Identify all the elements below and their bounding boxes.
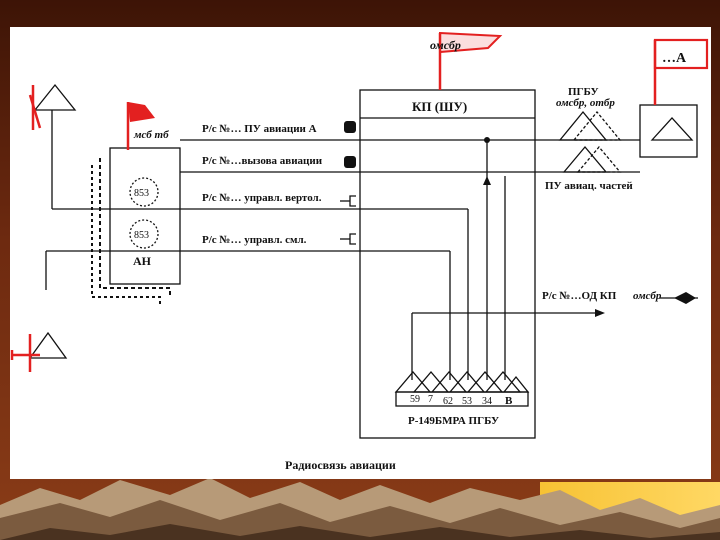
right-flag-label: …А: [662, 51, 687, 66]
diagram-caption: Радиосвязь авиации: [285, 458, 396, 472]
station-channel-5: 34: [482, 396, 492, 407]
command-post-box: [359, 89, 536, 439]
left-unit-label: АН: [133, 254, 152, 268]
pgbu-subtitle: омсбр, отбр: [556, 97, 615, 109]
left-circle-2: 853: [134, 230, 149, 241]
link2-connector: [344, 156, 356, 168]
left-unit-box: [109, 147, 181, 285]
right-flag: [653, 38, 709, 70]
left-flag-label: мсб тб: [133, 129, 169, 141]
station-name: Р-149БМРА ПГБУ: [408, 415, 499, 427]
station-channel-4: 53: [462, 396, 472, 407]
radio-link-1: Р/с №… ПУ авиации А: [202, 123, 317, 135]
station-letter: В: [505, 395, 513, 407]
pgbu-bottom-label: ПУ авиац. частей: [545, 180, 633, 192]
left-flag: [128, 102, 155, 122]
left-circle-1: 853: [134, 188, 149, 199]
radio-link-2: Р/с №…вызова авиации: [202, 155, 323, 167]
od-link-label: Р/с №…ОД КП: [542, 290, 617, 302]
link1-connector: [344, 121, 356, 133]
radio-link-4: Р/с №… управл. смл.: [202, 234, 307, 246]
od-link-target: омсбр: [633, 290, 662, 302]
station-channel-1: 59: [410, 394, 420, 405]
station-channel-2: 7: [428, 394, 433, 405]
radio-link-3: Р/с №… управл. вертол.: [202, 192, 322, 204]
pgbu-antenna-box: [639, 104, 698, 158]
pgbu-title: ПГБУ: [568, 86, 599, 98]
station-channel-3: 62: [443, 396, 453, 407]
command-post-title: КП (ШУ): [412, 99, 467, 114]
mountains-decoration: [0, 478, 720, 540]
cp-flag: [439, 31, 503, 54]
cp-flag-label: омсбр: [430, 38, 461, 52]
